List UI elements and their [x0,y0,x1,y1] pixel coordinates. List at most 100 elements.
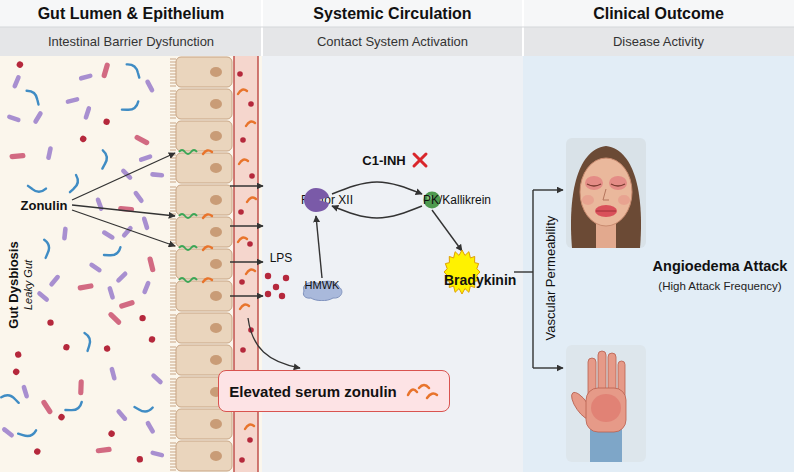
column-subheading: Contact System Activation [262,27,523,56]
face-illustration [611,184,625,186]
epithelial-cell [170,115,176,116]
bacterium [103,345,110,352]
lps-particle [240,347,246,353]
bacterium [103,118,111,126]
epithelial-cell [170,385,176,386]
outcome-title: Angioedema Attack [653,258,788,274]
epithelial-cell [170,222,176,223]
zonulin-fragment [247,198,256,202]
epithelial-cell [170,138,176,139]
epithelial-cell [170,77,176,78]
bacterium [63,343,70,350]
bacterium [142,280,152,295]
bacterium [65,97,80,105]
epithelial-cell [170,403,176,404]
face-illustration [603,189,609,200]
hand-illustration [591,394,621,422]
permeability-bracket [514,271,533,272]
bacterium [139,315,146,322]
epithelial-cell [170,161,176,162]
bacterium [101,229,115,240]
zonulin-fragment [245,425,254,429]
bacterium [21,384,29,399]
bacterium [101,62,110,79]
epithelial-cell [170,112,176,113]
bacterium [147,256,156,273]
epithelial-cell [170,91,176,92]
epithelial-cell [170,217,232,247]
bacterium [65,97,80,105]
bacterium [77,283,94,291]
bacterium [41,239,51,258]
zonulin-fragment [203,150,212,154]
kallikrein-node: PK/Kallikrein [423,191,441,209]
bacterium [150,372,163,385]
epithelial-cell [170,458,176,459]
bacterium [120,168,133,181]
zonulin-fragment [203,246,212,250]
tight-junction [179,278,197,282]
inhibition-mark [414,154,426,166]
tight-junction [179,214,197,218]
bacterium [121,225,134,239]
zonulin-fragment [203,214,212,218]
bacterium [78,379,84,395]
bacterium [70,174,79,193]
bacterium [14,351,22,359]
epithelial-cell [170,275,176,276]
epithelial-cell [170,211,176,212]
bacterium [65,399,83,414]
bacterium [148,336,156,344]
epithelial-cell [176,217,232,247]
epithelial-cell [170,435,176,436]
epithelial-cell [176,121,232,151]
bacterium [82,332,94,351]
face-illustration [618,195,630,205]
epithelial-cell [170,278,176,279]
epithelial-cell [170,336,176,337]
serum-zonulin-arrow [248,318,300,368]
epithelial-cell [170,199,176,200]
epithelial-cell [170,443,176,444]
bacterium [115,408,128,422]
bacterium [12,74,22,89]
epithelial-cell [170,374,176,375]
epithelial-cell [170,263,176,264]
background [0,27,794,56]
bacterium [141,216,149,231]
factor-xii-shape [304,188,329,212]
hand-illustration [566,345,646,462]
bacterium [78,73,93,81]
bacterium [107,429,116,438]
epithelial-cell [170,243,176,244]
column-heading: Gut Lumen & Epithelium [0,0,262,27]
column-heading: Clinical Outcome [523,0,794,27]
epithelial-cell [170,426,176,427]
epithelial-cell [170,234,176,235]
bacterium [145,420,156,434]
bacterium [107,311,122,326]
bacterium [150,172,164,178]
epithelial-cell [170,420,176,421]
lps-particle [247,241,253,247]
epithelial-cell [170,379,176,380]
bacterium [9,153,25,160]
bacterium [142,280,152,295]
epithelial-cell [170,251,176,252]
bacterium [136,456,143,463]
bacterium [6,114,21,123]
epithelial-cell [170,333,176,334]
face-illustration [566,138,646,248]
epithelial-cell [210,163,222,173]
permeability-bracket [532,190,533,368]
epithelial-cell [170,295,176,296]
face-illustration [587,184,601,186]
epithelial-cell [170,126,176,127]
bacterium [1,394,20,402]
epithelial-cell [170,432,176,433]
epithelial-cell [170,68,176,69]
bacterium [95,447,112,454]
bacterium [107,311,122,326]
epithelial-cell [170,327,176,328]
bacterium [88,262,102,274]
